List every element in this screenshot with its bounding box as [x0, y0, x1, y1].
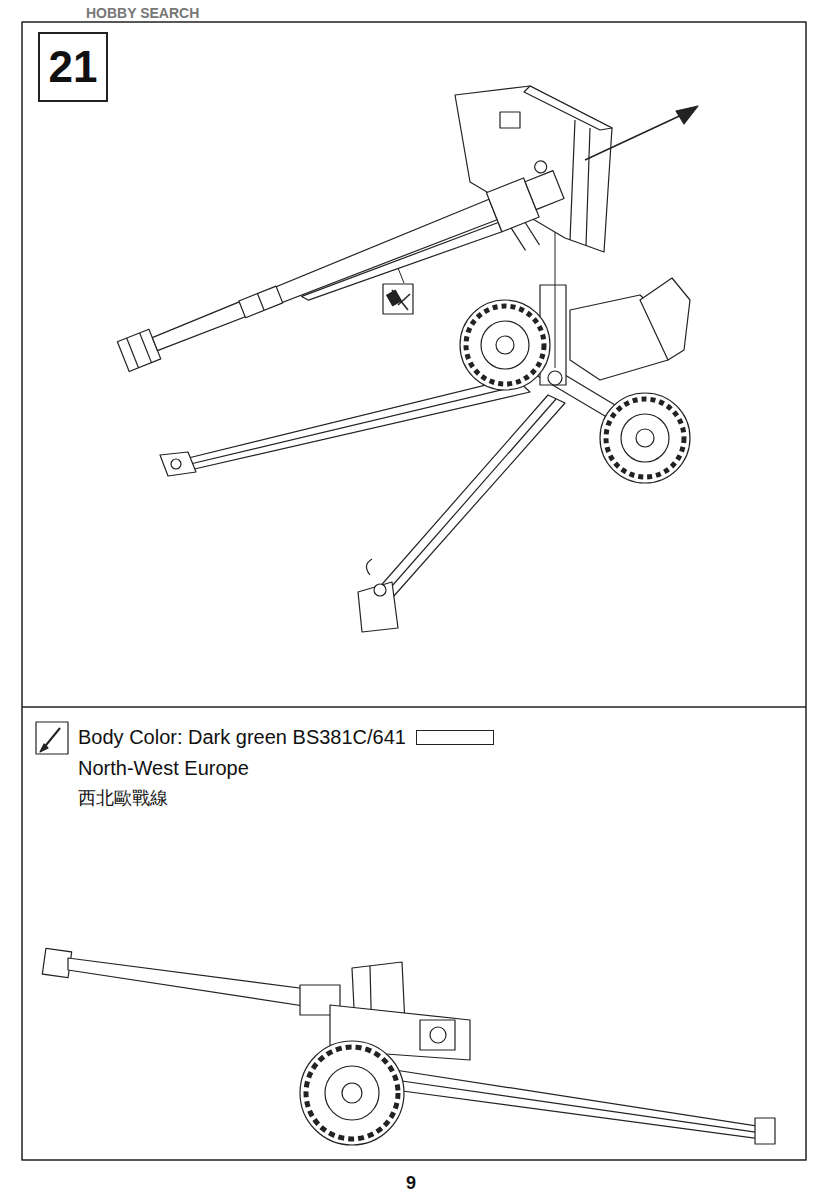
- wheel: [460, 300, 690, 483]
- watermark: HOBBY SEARCH: [86, 5, 199, 21]
- step-number-box: 21: [38, 32, 108, 102]
- cement-icon: [383, 268, 413, 314]
- theatre-name: 西北歐戰線: [78, 786, 168, 810]
- direction-arrow: [585, 106, 698, 160]
- paint-color-text: Body Color: Dark green BS381C/641: [78, 726, 406, 749]
- paint-icon: [36, 722, 68, 754]
- split-trail: [160, 378, 565, 632]
- paint-legend: Body Color: Dark green BS381C/641: [78, 726, 494, 749]
- color-swatch: [416, 730, 494, 745]
- assembly-line: [555, 225, 556, 368]
- page-number: 9: [406, 1173, 416, 1194]
- page-frame: [22, 22, 806, 1160]
- gun-barrel: [113, 158, 577, 404]
- theatre-name: North-West Europe: [78, 757, 249, 780]
- side-view: [42, 948, 775, 1145]
- panel-divider: [22, 706, 806, 708]
- step-number: 21: [49, 42, 98, 92]
